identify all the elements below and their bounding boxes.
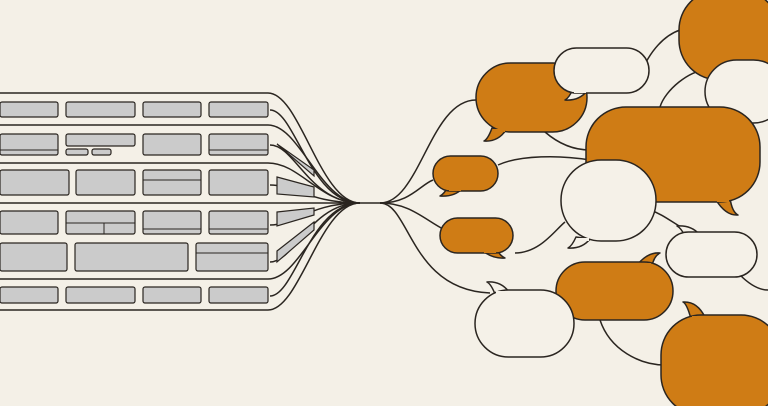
band-line bbox=[0, 202, 361, 311]
table-grid bbox=[0, 101, 315, 304]
bubble-tail-joint bbox=[496, 291, 508, 294]
speech-bubble-orange bbox=[439, 217, 514, 259]
band-line bbox=[0, 92, 361, 204]
bubble-body bbox=[553, 47, 650, 94]
connector-line bbox=[544, 131, 591, 151]
bubble-tail-joint bbox=[577, 238, 589, 241]
connector-line bbox=[379, 202, 491, 294]
bubble-tail-joint bbox=[493, 129, 505, 132]
bubble-tail-joint bbox=[717, 199, 729, 202]
table-cell bbox=[65, 101, 136, 118]
speech-bubble-orange bbox=[555, 252, 674, 321]
wedge-cell bbox=[276, 176, 315, 198]
bubble-body bbox=[560, 159, 657, 242]
speech-bubble-orange bbox=[432, 155, 499, 197]
bubble-tail-joint bbox=[449, 188, 461, 191]
wedge-cell bbox=[276, 207, 315, 227]
speech-bubble-orange bbox=[660, 301, 768, 406]
bubble-body bbox=[474, 289, 575, 358]
table-cell bbox=[0, 210, 59, 235]
bubble-tail-joint bbox=[692, 316, 704, 319]
connector-line bbox=[739, 274, 768, 291]
connector-line bbox=[599, 319, 666, 366]
bubble-tail-joint bbox=[484, 250, 496, 253]
table-cell bbox=[75, 169, 136, 196]
bubble-body bbox=[660, 314, 768, 406]
table-cell bbox=[142, 286, 202, 304]
table-cell bbox=[0, 242, 68, 272]
speech-bubble-light bbox=[560, 159, 657, 249]
connector-line bbox=[497, 155, 591, 166]
bubble-body bbox=[555, 261, 674, 321]
table-cell-small bbox=[65, 148, 89, 156]
table-cell bbox=[74, 242, 189, 272]
table-cell bbox=[195, 242, 269, 272]
connector-line bbox=[379, 202, 446, 231]
table-cell-small bbox=[91, 148, 112, 156]
table-cell bbox=[208, 101, 269, 118]
bubble-tail-joint bbox=[639, 263, 651, 266]
table-cell bbox=[0, 101, 59, 118]
table-cell bbox=[208, 286, 269, 304]
table-cell bbox=[208, 210, 269, 235]
speech-bubble-light bbox=[474, 281, 575, 358]
wedge-cell bbox=[276, 143, 315, 178]
table-cell bbox=[65, 133, 136, 147]
connector-line bbox=[379, 179, 434, 204]
fan-line bbox=[269, 144, 361, 204]
table-cell bbox=[142, 210, 202, 235]
bubble-body bbox=[432, 155, 499, 192]
bubble-tail-joint bbox=[574, 90, 586, 93]
table-cell bbox=[0, 133, 59, 156]
connector-line bbox=[514, 221, 566, 254]
wedge-cell bbox=[276, 220, 315, 264]
table-cell bbox=[208, 169, 269, 196]
connector-line bbox=[379, 99, 477, 204]
speech-bubbles bbox=[432, 0, 768, 406]
table-cell bbox=[0, 286, 59, 304]
bubble-body bbox=[665, 231, 758, 278]
speech-bubble-light bbox=[665, 225, 758, 278]
table-cell bbox=[0, 169, 70, 196]
table-cell bbox=[142, 101, 202, 118]
table-cell bbox=[208, 133, 269, 156]
table-cell bbox=[65, 286, 136, 304]
speech-bubble-light bbox=[553, 47, 650, 101]
table-cell bbox=[142, 133, 202, 156]
fan-line bbox=[269, 109, 361, 204]
fan-line bbox=[269, 202, 361, 297]
bubble-tail-joint bbox=[686, 233, 698, 236]
bubble-body bbox=[439, 217, 514, 254]
table-cell bbox=[142, 169, 202, 196]
